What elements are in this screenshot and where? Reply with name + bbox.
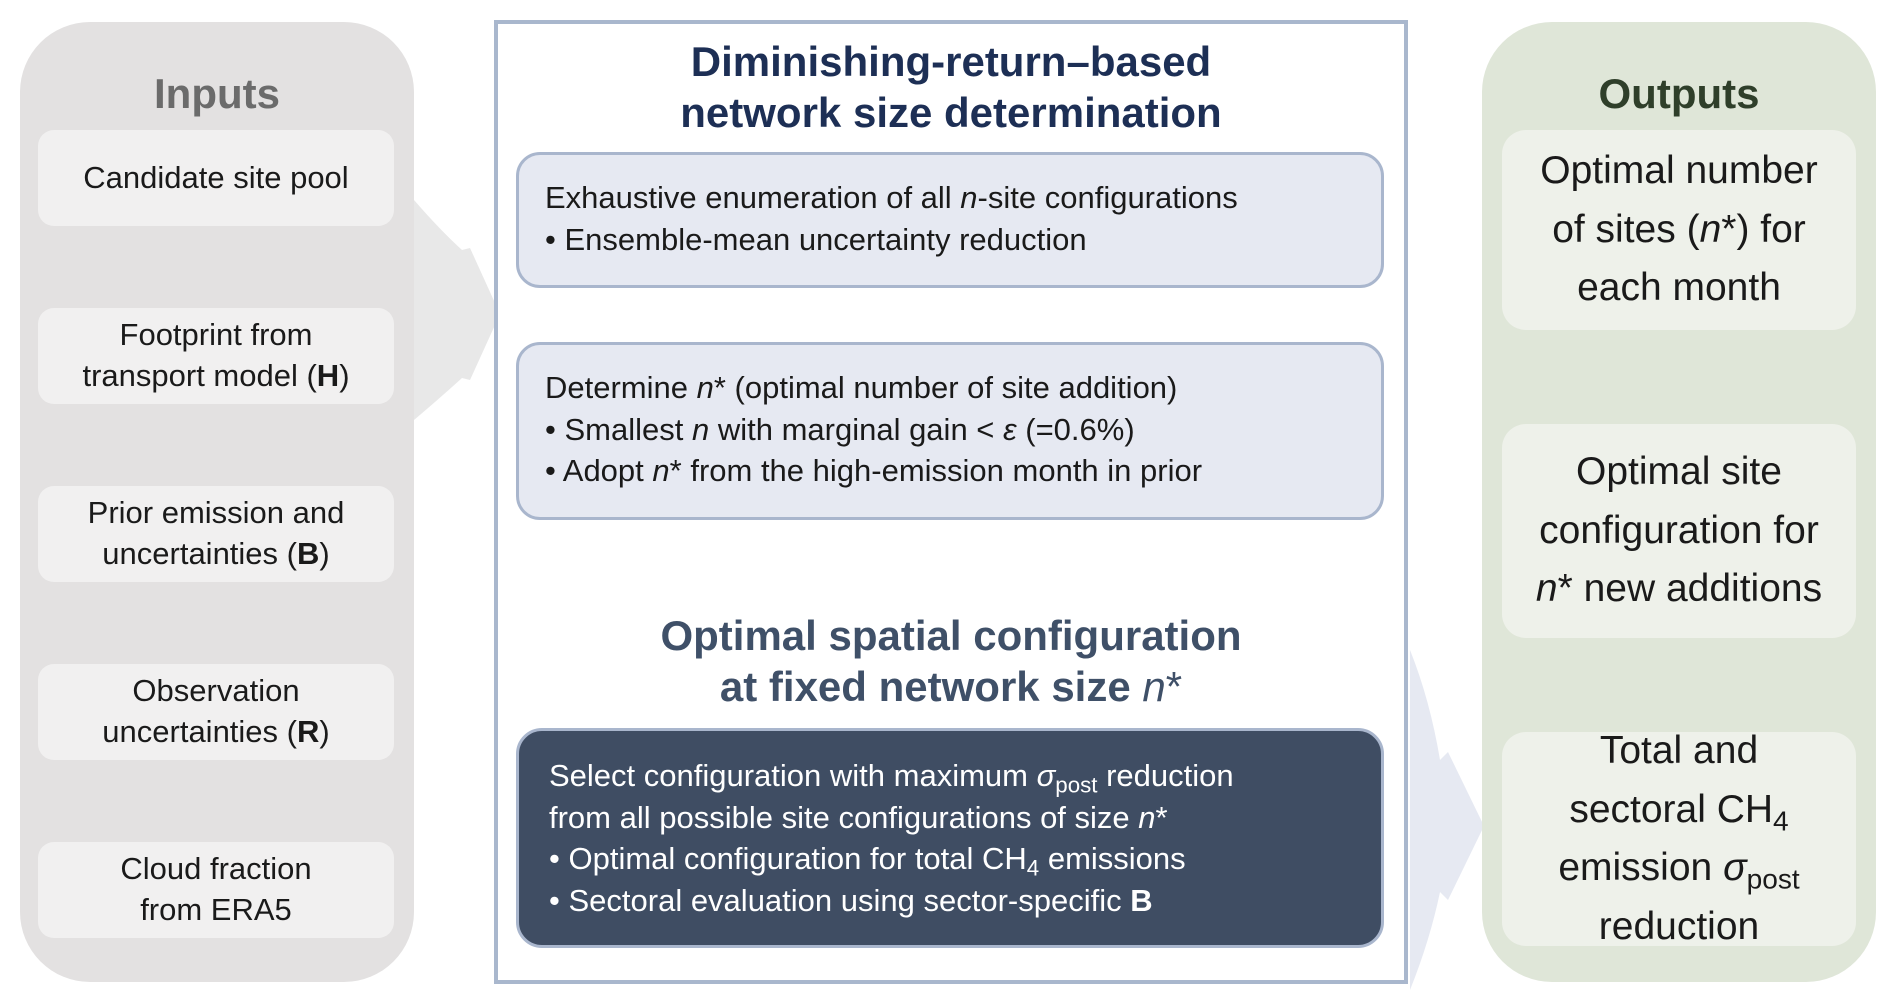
input-card-label: transport model ( xyxy=(82,358,317,393)
output-line: Optimal number xyxy=(1540,149,1818,193)
input-symbol-h: H xyxy=(316,358,340,393)
inputs-title: Inputs xyxy=(154,70,280,117)
input-card-footprint: Footprint from transport model (H) xyxy=(38,308,394,404)
input-card-label: ) xyxy=(319,536,330,571)
optimal-config-box: Select configuration with maximum σpost … xyxy=(516,728,1384,948)
input-card-label: ) xyxy=(339,358,350,393)
output-line: Total and xyxy=(1599,729,1759,772)
input-card-label: ) xyxy=(319,714,330,749)
enumeration-line1: Exhaustive enumeration of all n-site con… xyxy=(545,180,1238,215)
determine-bullet2: • Adopt n* from the high-emission month … xyxy=(545,453,1203,489)
output-line: sectoral CH4 xyxy=(1569,787,1789,836)
center-title: Diminishing-return–based network size de… xyxy=(494,36,1408,138)
output-card-optimal-configuration: Optimal site configuration for n* new ad… xyxy=(1502,424,1856,638)
output-line: n* new additions xyxy=(1535,567,1823,611)
determine-line1: Determine n* (optimal number of site add… xyxy=(545,370,1178,405)
input-card-label: uncertainties ( xyxy=(102,714,297,749)
input-card-candidate-site-pool: Candidate site pool xyxy=(38,130,394,226)
center-subtitle-line2: at fixed network size n* xyxy=(719,663,1183,711)
input-card-label: uncertainties ( xyxy=(102,536,297,571)
output-line: configuration for xyxy=(1539,508,1819,552)
output-line: emission σpost xyxy=(1558,846,1800,895)
input-card-observation-uncertainties: Observation uncertainties (R) xyxy=(38,664,394,760)
input-card-label: Footprint from xyxy=(119,317,313,353)
input-card-cloud-fraction: Cloud fraction from ERA5 xyxy=(38,842,394,938)
input-card-label: Candidate site pool xyxy=(83,159,349,195)
determine-bullet1: • Smallest n with marginal gain < ε (=0.… xyxy=(545,411,1135,447)
optimal-line2: from all possible site configurations of… xyxy=(549,799,1168,835)
enumeration-bullet: • Ensemble-mean uncertainty reduction xyxy=(545,221,1087,257)
inputs-to-center-arrow xyxy=(414,200,500,420)
determine-n-box: Determine n* (optimal number of site add… xyxy=(516,342,1384,520)
output-line: each month xyxy=(1577,266,1781,310)
center-title-line2: network size determination xyxy=(680,89,1222,137)
input-card-label: from ERA5 xyxy=(140,892,292,927)
center-to-outputs-arrow xyxy=(1410,650,1484,990)
input-card-label: Cloud fraction xyxy=(120,851,312,887)
input-symbol-r: R xyxy=(297,714,320,749)
input-card-label: Observation xyxy=(132,673,300,709)
input-card-prior-emission: Prior emission and uncertainties (B) xyxy=(38,486,394,582)
optimal-bullet2: • Sectoral evaluation using sector-speci… xyxy=(549,882,1153,918)
input-card-label: Prior emission and xyxy=(87,495,345,531)
input-symbol-b: B xyxy=(297,536,320,571)
output-card-emission-reduction: Total and sectoral CH4 emission σpost re… xyxy=(1502,729,1856,948)
output-line: of sites (n*) for xyxy=(1552,207,1806,251)
center-subtitle: Optimal spatial configuration at fixed n… xyxy=(494,610,1408,712)
outputs-title: Outputs xyxy=(1598,70,1760,117)
center-subtitle-line1: Optimal spatial configuration xyxy=(660,612,1242,659)
center-title-line1: Diminishing-return–based xyxy=(690,38,1212,85)
optimal-bullet1: • Optimal configuration for total CH4 em… xyxy=(549,841,1186,881)
output-line: reduction xyxy=(1598,904,1760,948)
output-card-optimal-number: Optimal number of sites (n*) for each mo… xyxy=(1502,130,1856,330)
optimal-line1: Select configuration with maximum σpost … xyxy=(549,758,1234,798)
enumeration-box: Exhaustive enumeration of all n-site con… xyxy=(516,152,1384,288)
output-line: Optimal site xyxy=(1576,450,1782,494)
